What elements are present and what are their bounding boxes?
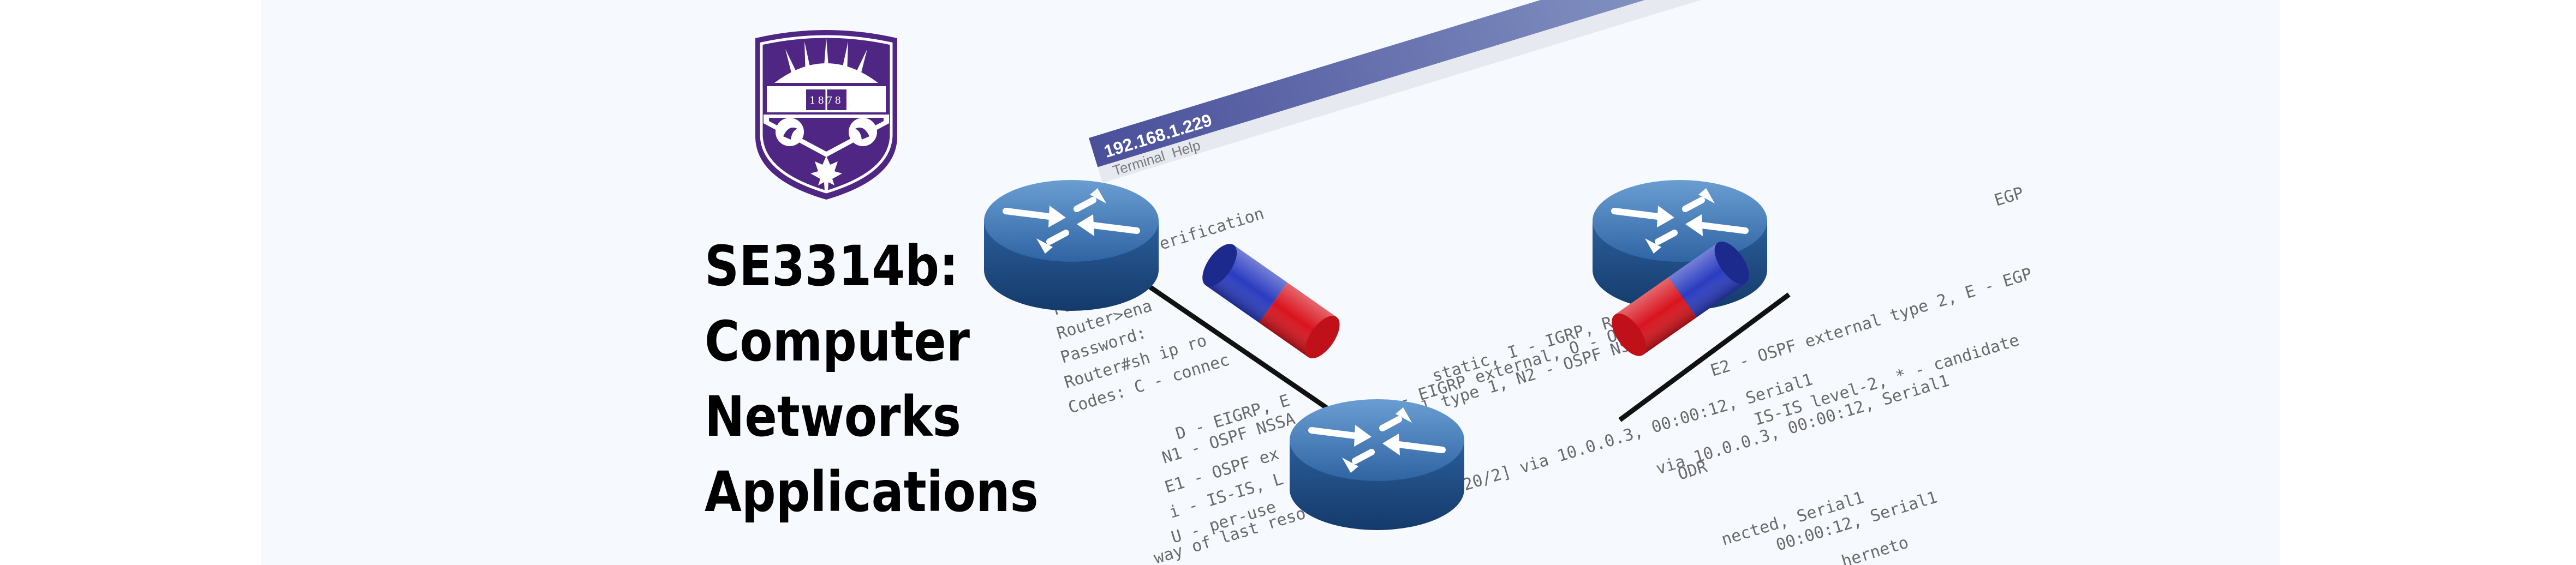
course-code: SE3314b: bbox=[705, 234, 959, 299]
router-center bbox=[1290, 399, 1464, 530]
cable-connector-left bbox=[1202, 244, 1340, 359]
terminal-line: EGP bbox=[1992, 183, 2026, 210]
banner: 192.168.1.229 Terminal Help erification … bbox=[261, 0, 2280, 565]
crest-maple-leaf-icon bbox=[810, 156, 842, 191]
terminal-output: erification Password: Router>ena Passwor… bbox=[1051, 183, 2034, 565]
terminal-line: herneto bbox=[1839, 533, 1911, 565]
crest-year: 1878 bbox=[809, 95, 843, 106]
terminal-line: erification bbox=[1157, 204, 1266, 254]
cable-left bbox=[1143, 281, 1354, 428]
cable-right bbox=[1618, 292, 1791, 422]
crest-book-icon: 1878 bbox=[806, 89, 846, 110]
course-title: SE3314b: Computer Networks Applications bbox=[705, 229, 1039, 530]
terminal-title-bar bbox=[1088, 0, 2280, 167]
router-arrows-icon bbox=[1003, 188, 1140, 254]
course-title-line-2: Networks bbox=[705, 384, 961, 449]
cable-connector-right bbox=[1612, 241, 1749, 356]
terminal-menu-bar bbox=[1098, 0, 2280, 183]
course-title-line-3: Applications bbox=[705, 460, 1039, 525]
crest-sunburst-icon bbox=[774, 38, 878, 83]
network-illustration: 192.168.1.229 Terminal Help erification … bbox=[984, 0, 2280, 565]
router-arrows-icon bbox=[1611, 188, 1749, 254]
course-title-line-1: Computer bbox=[705, 309, 970, 374]
terminal-window: 192.168.1.229 Terminal Help bbox=[1088, 0, 2280, 183]
university-crest-logo: 1878 bbox=[755, 30, 897, 200]
network-cables bbox=[1143, 281, 1791, 428]
router-arrows-icon bbox=[1308, 407, 1446, 473]
router-left bbox=[984, 180, 1159, 311]
